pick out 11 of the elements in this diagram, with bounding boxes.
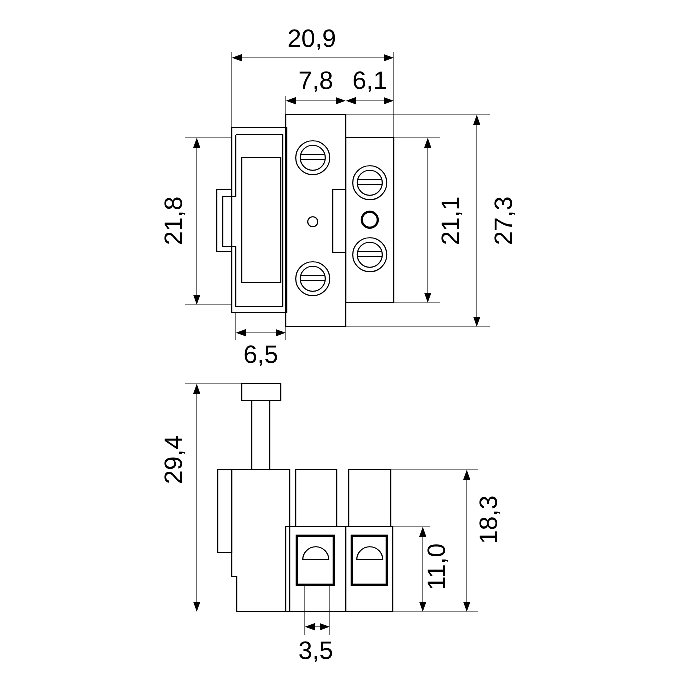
dimension-label: 3,5 <box>300 642 332 662</box>
dimension-label: 21,8 <box>164 198 186 244</box>
dimension-label: 18,3 <box>480 496 500 542</box>
dimension-label: 20,9 <box>288 30 336 50</box>
dimension-label: 6,1 <box>354 72 386 92</box>
dimension-label: 29,4 <box>164 436 186 484</box>
dimension-label: 27,3 <box>494 198 516 244</box>
dimension-label: 7,8 <box>300 72 332 92</box>
dimension-label: 21,1 <box>442 198 462 244</box>
dimension-label: 6,5 <box>244 346 278 366</box>
dimension-label: 11,0 <box>428 544 448 588</box>
